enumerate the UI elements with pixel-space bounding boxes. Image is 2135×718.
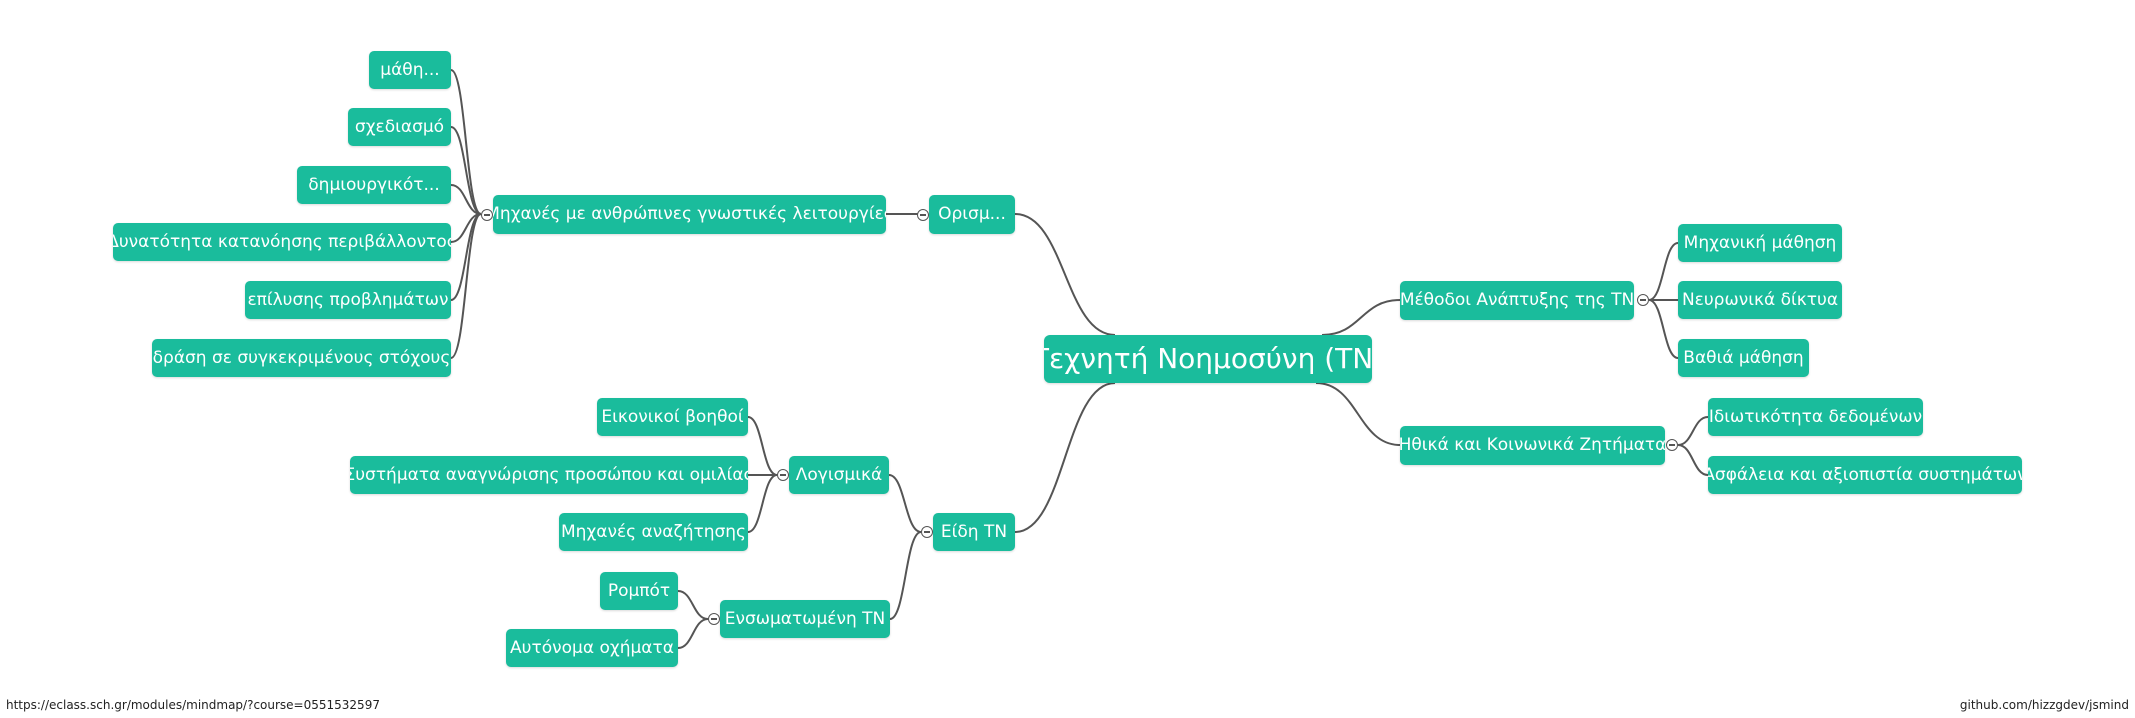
page-url: https://eclass.sch.gr/modules/mindmap/?c…	[6, 698, 380, 712]
node-anazitisi[interactable]: Μηχανές αναζήτησης	[559, 513, 748, 551]
edge-root-orismos	[1014, 213, 1116, 336]
node-idiotikotita[interactable]: Ιδιωτικότητα δεδομένων	[1708, 398, 1923, 436]
collapse-toggle-orismos[interactable]	[917, 209, 929, 221]
collapse-toggle-eidi[interactable]	[921, 526, 933, 538]
edge-root-eidi	[1014, 382, 1116, 533]
edge-mixanes-leaf-2	[450, 126, 482, 215]
node-methodoi[interactable]: Μέθοδοι Ανάπτυξης της ΤΝ	[1400, 281, 1634, 320]
node-aftonoma[interactable]: Αυτόνομα οχήματα	[506, 629, 678, 667]
root-node[interactable]: Τεχνητή Νοημοσύνη (ΤΝ)	[1044, 335, 1372, 383]
edge-methodoi-mixaniki	[1648, 242, 1679, 301]
node-asfaleia[interactable]: Ασφάλεια και αξιοπιστία συστημάτων	[1708, 456, 2022, 494]
edge-methodoi-vathia	[1648, 299, 1679, 359]
collapse-toggle-ithika[interactable]	[1666, 439, 1678, 451]
edge-ensomatomeni-rompot	[677, 590, 709, 620]
node-eidi[interactable]: Είδη ΤΝ	[933, 513, 1015, 551]
node-sxediasmo[interactable]: σχεδιασμό	[348, 108, 451, 146]
node-ithika[interactable]: Ηθικά και Κοινωνικά Ζητήματα	[1400, 426, 1665, 465]
credit-link[interactable]: github.com/hizzgdev/jsmind	[1959, 698, 2129, 712]
collapse-toggle-methodoi[interactable]	[1637, 294, 1649, 306]
edge-eidi-logismika	[888, 474, 922, 533]
edge-ithika-idiotikotita	[1677, 416, 1709, 446]
edge-root-methodoi	[1321, 299, 1401, 336]
node-eikonikoi[interactable]: Εικονικοί βοηθοί	[597, 398, 748, 436]
node-ensomatomeni[interactable]: Ενσωματωμένη ΤΝ	[720, 600, 890, 638]
node-mixanes[interactable]: Μηχανές με ανθρώπινες γνωστικές λειτουργ…	[493, 195, 886, 234]
node-logismika[interactable]: Λογισμικά	[789, 456, 889, 494]
node-dynatotita[interactable]: Δυνατότητα κατανόησης περιβάλλοντος	[113, 223, 451, 261]
node-dimiourgikot[interactable]: δημιουργικότ...	[297, 166, 451, 204]
edge-eidi-ensomatomeni	[889, 531, 922, 620]
node-drasi[interactable]: δράση σε συγκεκριμένους στόχους	[152, 339, 451, 377]
collapse-toggle-mixanes[interactable]	[481, 209, 493, 221]
node-mathi[interactable]: μάθη...	[369, 51, 451, 89]
edge-mixanes-leaf-3	[450, 184, 482, 215]
edge-logismika-eikonikoi	[747, 416, 778, 476]
edge-ithika-asfaleia	[1677, 444, 1709, 476]
edge-ensomatomeni-aftonoma	[677, 618, 709, 649]
edge-mixanes-leaf-6	[450, 213, 482, 359]
node-neuronika[interactable]: Νευρωνικά δίκτυα	[1678, 281, 1842, 319]
node-rompot[interactable]: Ρομπότ	[600, 572, 678, 610]
node-mixaniki[interactable]: Μηχανική μάθηση	[1678, 224, 1842, 262]
node-vathia[interactable]: Βαθιά μάθηση	[1678, 339, 1809, 377]
node-epilysis[interactable]: επίλυσης προβλημάτων	[245, 281, 451, 319]
node-orismos[interactable]: Ορισμ...	[929, 195, 1015, 234]
edge-mixanes-leaf-1	[450, 69, 482, 215]
edge-root-ithika	[1315, 382, 1401, 446]
collapse-toggle-ensomatomeni[interactable]	[708, 613, 720, 625]
edge-logismika-anazitisi	[747, 474, 778, 533]
node-systimata[interactable]: Συστήματα αναγνώρισης προσώπου και ομιλί…	[350, 456, 748, 494]
collapse-toggle-logismika[interactable]	[777, 469, 789, 481]
